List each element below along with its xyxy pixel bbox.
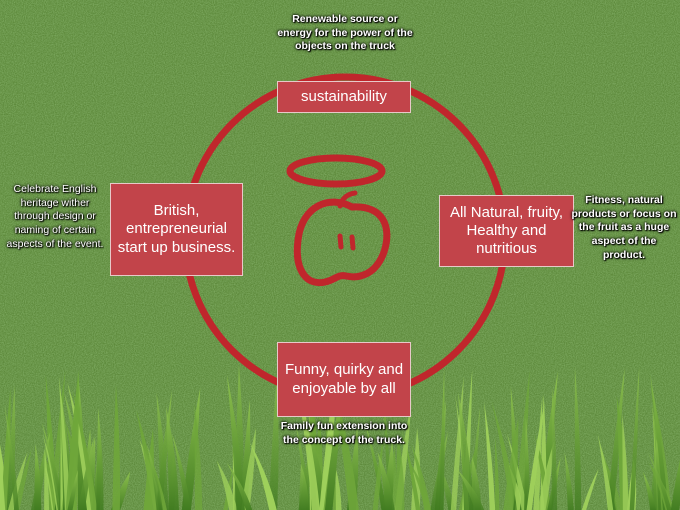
node-funny-quirky: Funny, quirky and enjoyable by all [277, 342, 411, 417]
node-all-natural-label: All Natural, fruity, Healthy and nutriti… [446, 204, 567, 259]
note-top: Renewable source or energy for the power… [275, 13, 415, 54]
note-left: Celebrate English heritage wither throug… [4, 183, 106, 251]
node-sustainability: sustainability [277, 81, 411, 113]
note-bottom: Family fun extension into the concept of… [278, 420, 410, 447]
node-british-business: British, entrepreneurial start up busine… [110, 183, 243, 276]
node-all-natural: All Natural, fruity, Healthy and nutriti… [439, 195, 574, 267]
node-british-business-label: British, entrepreneurial start up busine… [117, 202, 236, 257]
apple-with-halo-icon [290, 158, 387, 283]
node-funny-quirky-label: Funny, quirky and enjoyable by all [284, 361, 404, 398]
note-right: Fitness, natural products or focus on th… [571, 194, 677, 262]
node-sustainability-label: sustainability [301, 88, 387, 106]
